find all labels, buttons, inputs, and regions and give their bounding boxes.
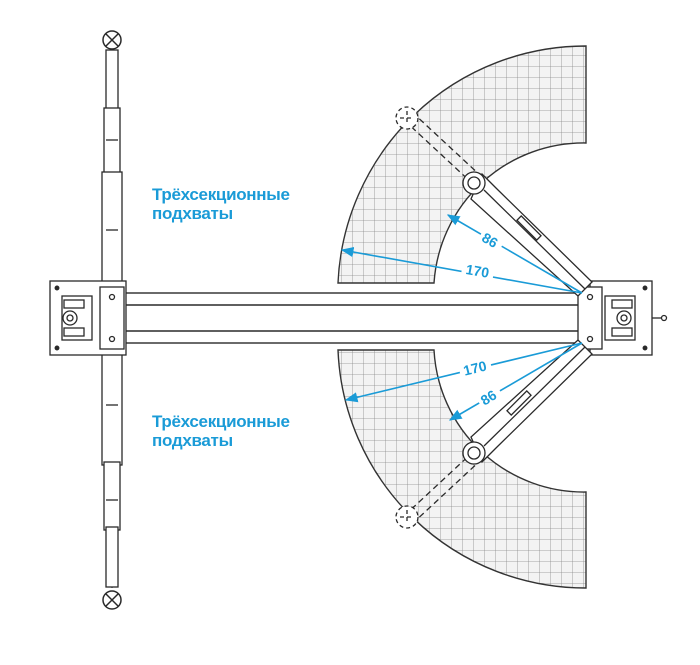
left-top-pad	[102, 30, 122, 50]
top-arms-label-line1: Трёхсекционные	[152, 185, 290, 204]
dimension-upper-short: 86	[479, 229, 501, 251]
left-bottom-pad	[102, 590, 122, 610]
top-arms-label-line2: подхваты	[152, 204, 233, 223]
dimension-lower-short: 86	[478, 386, 500, 408]
bottom-arms-label-line2: подхваты	[152, 431, 233, 450]
lower-arm-pad	[395, 505, 419, 529]
top-arms-label: Трёхсекционные подхваты	[152, 185, 290, 223]
upper-swing-arm	[403, 111, 593, 297]
upper-arm-pad	[395, 106, 419, 130]
bottom-arms-label: Трёхсекционные подхваты	[152, 412, 290, 450]
main-beam	[119, 292, 589, 344]
lower-swing-arm	[403, 339, 593, 525]
right-column-base	[577, 280, 668, 356]
left-column-base	[49, 280, 127, 356]
dimension-lower-long: 170	[462, 357, 489, 378]
lower-swing-zone	[337, 349, 587, 589]
dimension-upper-long: 170	[465, 261, 491, 281]
upper-swing-zone	[337, 45, 587, 284]
bottom-arms-label-line1: Трёхсекционные	[152, 412, 290, 431]
